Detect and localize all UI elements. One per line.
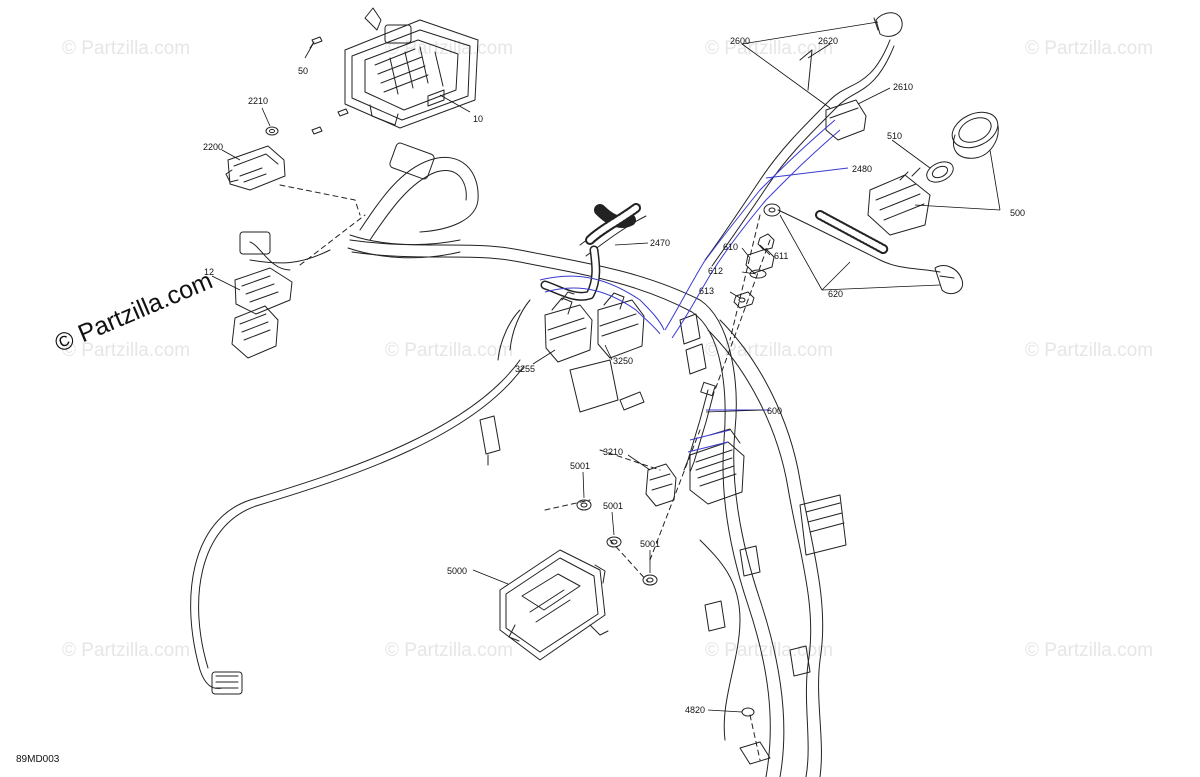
- ecu-mount-nut: [576, 499, 658, 586]
- key-switch: [867, 111, 999, 236]
- toggle-switch: [597, 292, 645, 359]
- part-label-5001[interactable]: 5001: [603, 501, 624, 511]
- part-label-4820[interactable]: 4820: [685, 705, 706, 715]
- hex-nut: [265, 126, 279, 136]
- part-label-3255[interactable]: 3255: [515, 364, 536, 374]
- part-label-2200[interactable]: 2200: [203, 142, 224, 152]
- part-label-2610[interactable]: 2610: [893, 82, 914, 92]
- watermark: © Partzilla.com: [62, 640, 191, 661]
- highlight-routing: [539, 119, 849, 453]
- part-label-5001[interactable]: 5001: [570, 461, 591, 471]
- safety-lanyard: [763, 203, 964, 295]
- connector: [225, 145, 286, 191]
- relay-connector: [231, 267, 293, 359]
- auxiliary-cable: [704, 12, 903, 267]
- switch-housing: [479, 299, 707, 466]
- part-label-500[interactable]: 500: [1010, 208, 1026, 218]
- part-label-600[interactable]: 600: [767, 406, 783, 416]
- part-label-612[interactable]: 612: [708, 266, 724, 276]
- watermark: © Partzilla.com: [1025, 340, 1154, 361]
- fuse-box-screw: [309, 36, 349, 135]
- watermark: © Partzilla.com: [705, 640, 834, 661]
- sensor-lead-wire: [190, 359, 525, 695]
- harness-connector: [704, 494, 847, 765]
- toggle-switch: [544, 291, 593, 363]
- ecu-module: [499, 549, 609, 661]
- part-label-613[interactable]: 613: [699, 286, 715, 296]
- assembly-leader-lines: [279, 184, 771, 761]
- watermark: © Partzilla.com: [1025, 38, 1154, 59]
- label-leader-lines: [211, 21, 1001, 713]
- part-label-611[interactable]: 611: [774, 251, 789, 261]
- part-label-510[interactable]: 510: [887, 131, 903, 141]
- watermark: © Partzilla.com: [1025, 640, 1154, 661]
- gland-nut: [733, 233, 775, 309]
- part-label-610[interactable]: 610: [723, 242, 739, 252]
- connector: [645, 463, 677, 507]
- corrugated-conduit: [540, 203, 647, 301]
- part-label-5001[interactable]: 5001: [640, 539, 661, 549]
- upper-harness-loop: [239, 142, 479, 271]
- watermark: © Partzilla.com: [62, 38, 191, 59]
- watermark: © Partzilla.com: [62, 340, 191, 361]
- part-label-2480[interactable]: 2480: [852, 164, 873, 174]
- part-label-3250[interactable]: 3250: [613, 356, 634, 366]
- watermark: © Partzilla.com: [385, 340, 514, 361]
- part-label-620[interactable]: 620: [828, 289, 844, 299]
- part-label-10[interactable]: 10: [473, 114, 484, 124]
- watermark: © Partzilla.com: [385, 640, 514, 661]
- watermark: © Partzilla.com: [705, 38, 834, 59]
- part-label-5000[interactable]: 5000: [447, 566, 468, 576]
- fuse-box: [344, 7, 479, 129]
- diagram-code: 89MD003: [16, 754, 60, 765]
- watermark: © Partzilla.com: [385, 38, 514, 59]
- part-label-2600[interactable]: 2600: [730, 36, 751, 46]
- part-label-2470[interactable]: 2470: [650, 238, 671, 248]
- part-label-50[interactable]: 50: [298, 66, 309, 76]
- probe-pin: [683, 381, 716, 473]
- main-harness: [349, 239, 824, 777]
- part-label-2620[interactable]: 2620: [818, 36, 839, 46]
- part-label-12[interactable]: 12: [204, 267, 215, 277]
- watermark: © Partzilla.com: [705, 340, 834, 361]
- part-label-3210[interactable]: 3210: [603, 447, 624, 457]
- part-label-2210[interactable]: 2210: [248, 96, 269, 106]
